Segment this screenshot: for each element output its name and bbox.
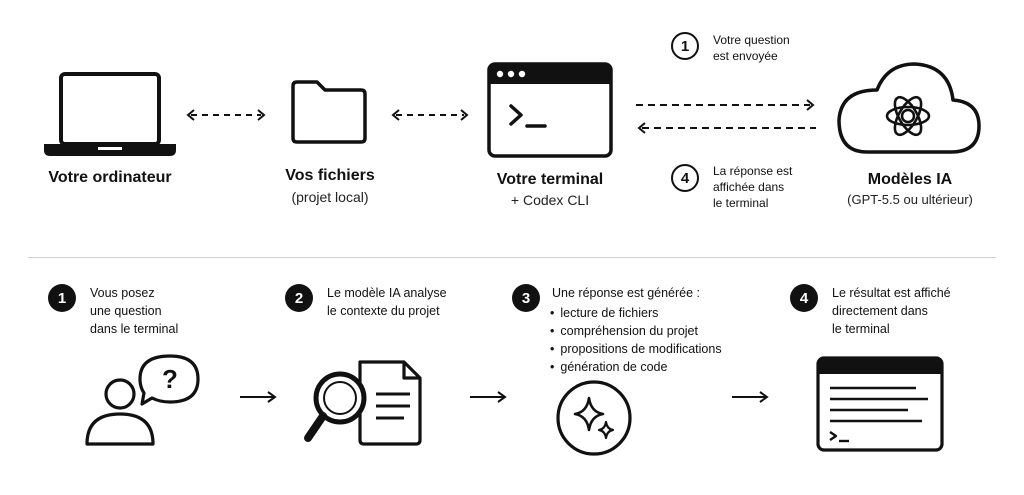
terminal-output-icon (816, 356, 944, 452)
terminal-title: Votre terminal (496, 171, 604, 188)
bullet-item: lecture de fichiers (550, 304, 750, 322)
step-2-badge: 2 (285, 284, 313, 312)
step-3-badge: 3 (512, 284, 540, 312)
step-4-badge: 4 (790, 284, 818, 312)
arrow-right-icon (240, 391, 277, 403)
files-title: Vos fichiers (285, 167, 375, 184)
user-question-icon: ? (84, 352, 202, 448)
section-divider (28, 257, 996, 258)
step-2-text: Le modèle IA analyse le contexte du proj… (327, 286, 447, 318)
sparkle-icon (554, 378, 634, 458)
step-1-text: Vous posez une question dans le terminal (90, 286, 179, 336)
arrow-response-to-terminal (637, 122, 816, 134)
arrow-right-icon (470, 391, 507, 403)
folder-icon (289, 78, 369, 146)
terminal-window-icon (487, 62, 613, 158)
bidirectional-arrow-computer-files (186, 109, 266, 121)
cloud-ai-icon (833, 58, 985, 158)
models-subtitle: (GPT-5.5 ou ultérieur) (847, 192, 973, 207)
step-1-badge: 1 (48, 284, 76, 312)
bullet-item: génération de code (550, 358, 750, 376)
bullet-item: propositions de modifications (550, 340, 750, 358)
models-title: Modèles IA (867, 171, 953, 188)
step-badge-shown: 4 (671, 164, 699, 192)
step-4-text: Le résultat est affiché directement dans… (832, 286, 951, 336)
note-question-sent: Votre question est envoyée (713, 33, 790, 63)
terminal-subtitle: + Codex CLI (510, 192, 590, 208)
step-badge-sent: 1 (671, 32, 699, 60)
laptop-icon (40, 68, 180, 160)
step-3-heading: Une réponse est générée : (552, 286, 701, 300)
bullet-item: compréhension du projet (550, 322, 750, 340)
bidirectional-arrow-files-terminal (391, 109, 469, 121)
note-answer-shown: La réponse est affichée dans le terminal (713, 164, 793, 210)
magnifier-document-icon (300, 360, 424, 448)
arrow-request-to-models (636, 99, 815, 111)
files-subtitle: (projet local) (291, 189, 369, 205)
question-mark: ? (162, 364, 178, 394)
step-3-bullets: lecture de fichiers compréhension du pro… (550, 304, 750, 376)
arrow-right-icon (732, 391, 769, 403)
computer-title: Votre ordinateur (48, 169, 172, 186)
